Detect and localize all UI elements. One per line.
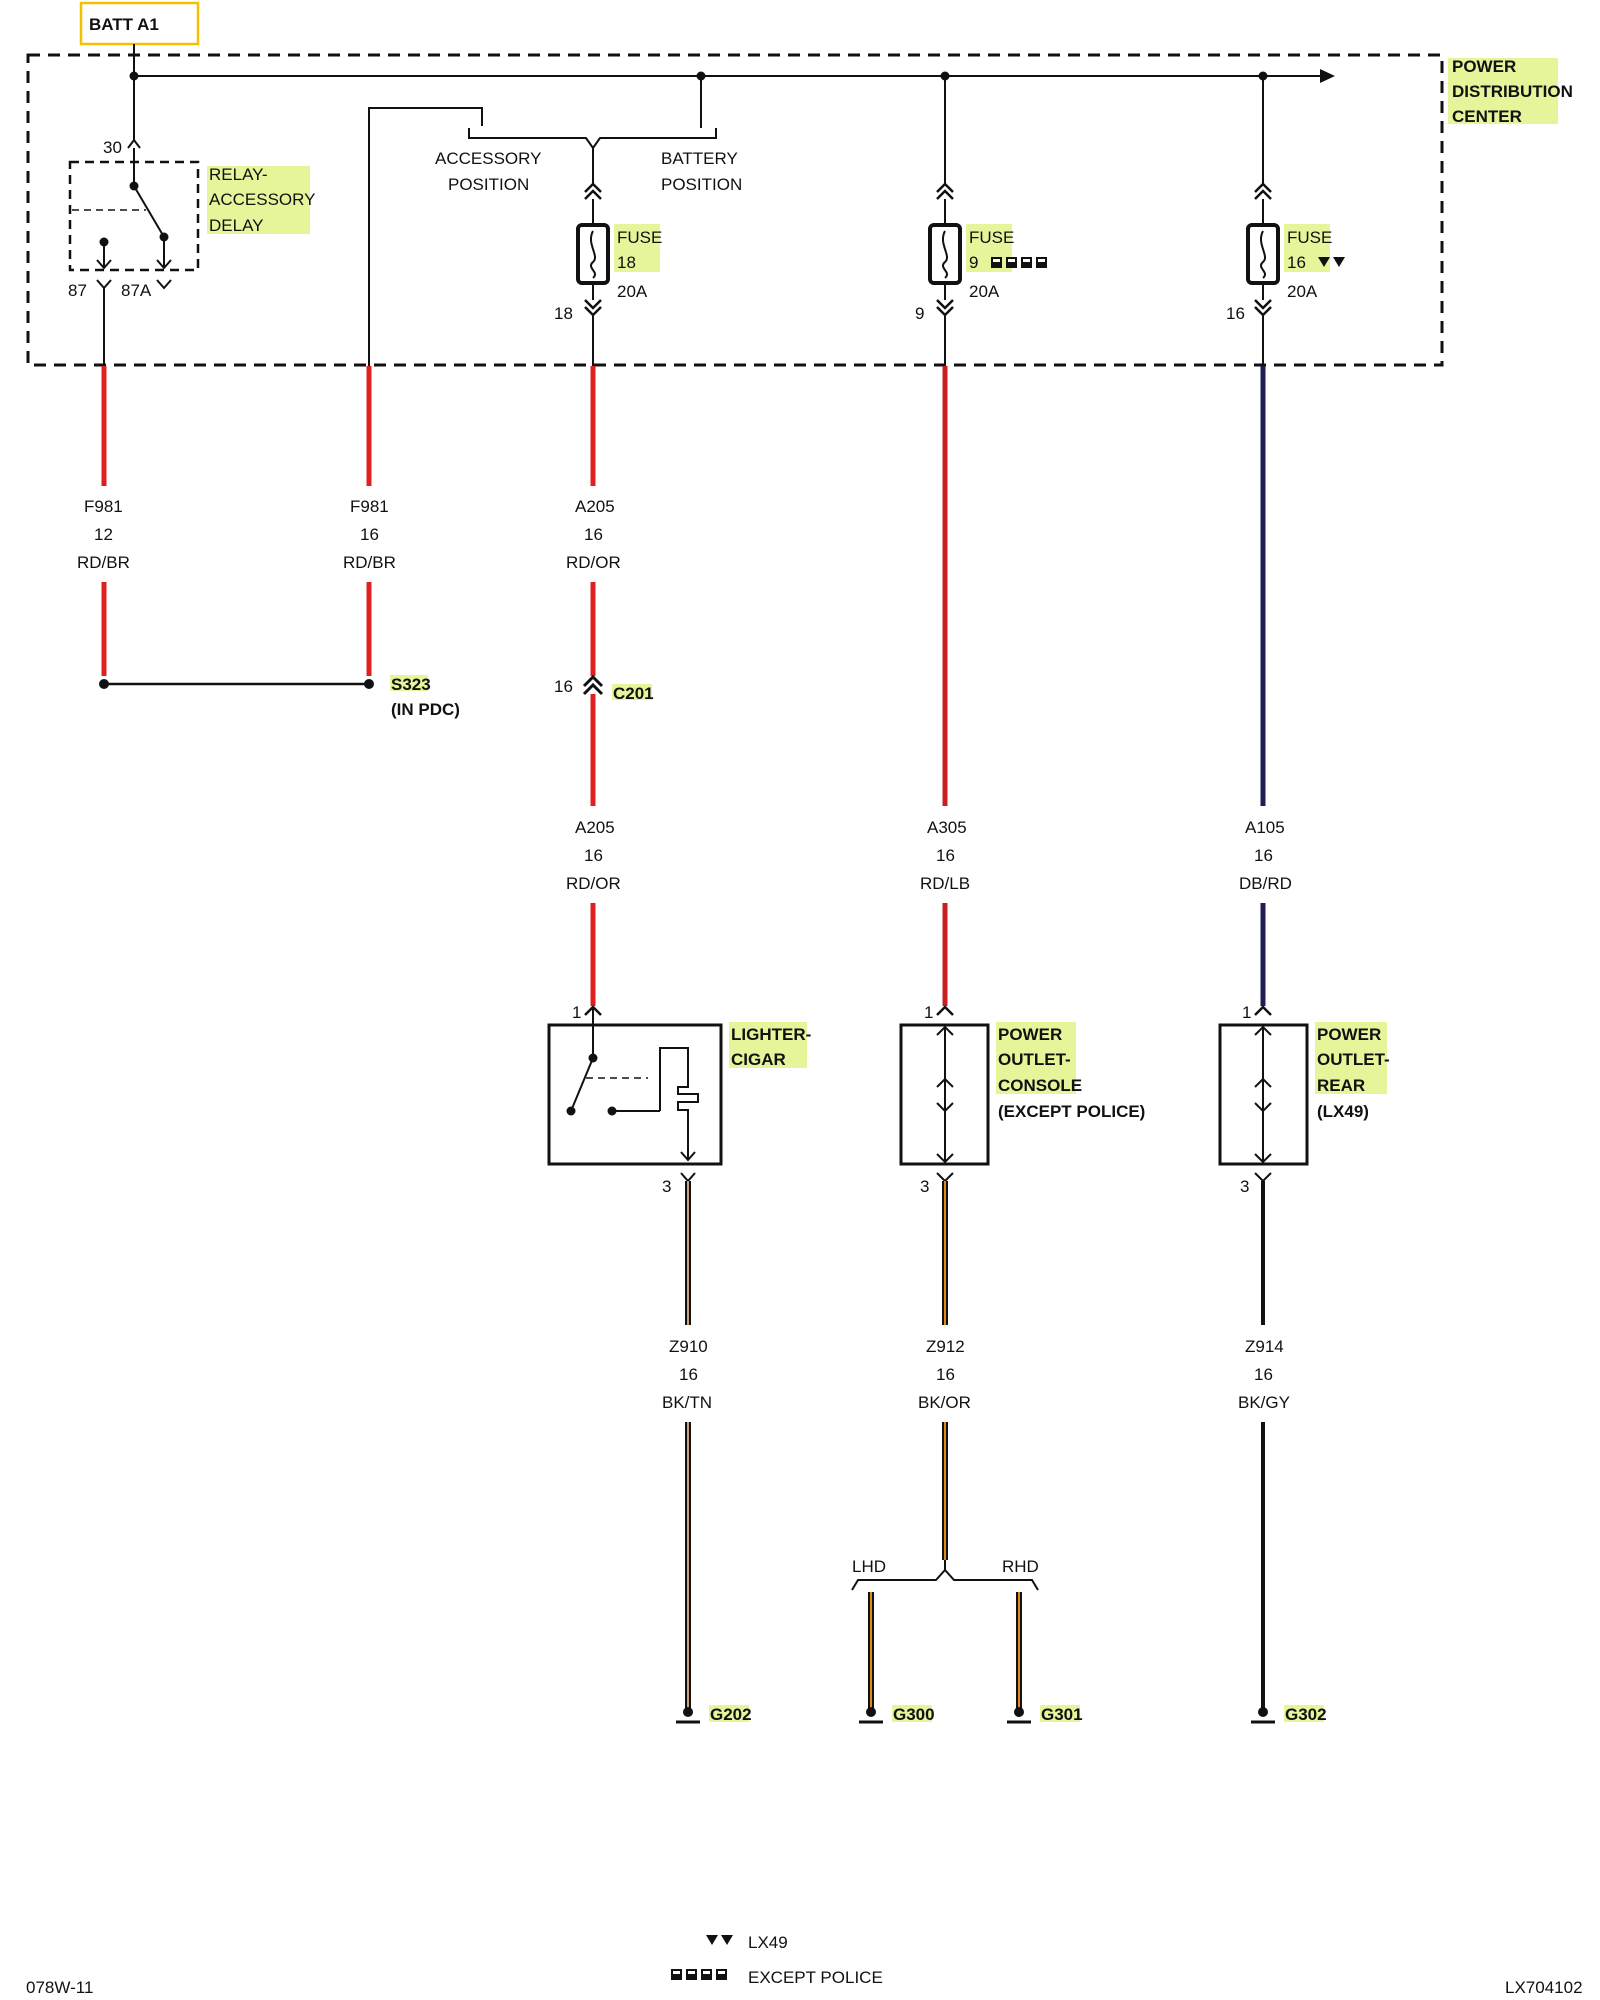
c201-pin: 16 xyxy=(554,677,573,696)
ground-g300: G300 xyxy=(893,1705,935,1724)
splice-note: (IN PDC) xyxy=(391,700,460,719)
relay-label-2: ACCESSORY xyxy=(209,190,315,209)
a205-top-circuit: A205 xyxy=(575,497,615,516)
fuse-16-name: FUSE xyxy=(1287,228,1332,247)
connector-c201: C201 xyxy=(613,684,654,703)
a205-top-gauge: 16 xyxy=(584,525,603,544)
f981a-circuit: F981 xyxy=(84,497,123,516)
ground-g301: G301 xyxy=(1041,1705,1083,1724)
ground-g202-icon xyxy=(676,1707,700,1724)
relay-pin-30: 30 xyxy=(103,138,122,157)
a205-top-color: RD/OR xyxy=(566,553,621,572)
fuse-18-name: FUSE xyxy=(617,228,662,247)
ground-g302-icon xyxy=(1251,1707,1275,1724)
fuse-9-num: 9 xyxy=(969,253,978,272)
console-label-2: OUTLET- xyxy=(998,1050,1071,1069)
f981a-color: RD/BR xyxy=(77,553,130,572)
footer-left: 078W-11 xyxy=(26,1978,93,1997)
z912-gauge: 16 xyxy=(936,1365,955,1384)
fuse-9-body xyxy=(928,223,962,285)
legend-except-police-icon xyxy=(671,1969,727,1980)
branch-rhd: RHD xyxy=(1002,1557,1039,1576)
battery-label-2: POSITION xyxy=(661,175,742,194)
f981b-color: RD/BR xyxy=(343,553,396,572)
a305-circuit: A305 xyxy=(927,818,967,837)
z914-gauge: 16 xyxy=(1254,1365,1273,1384)
fuse-9-rating: 20A xyxy=(969,282,1000,301)
pdc-label-2: DISTRIBUTION xyxy=(1452,82,1573,101)
ground-g301-icon xyxy=(1007,1707,1031,1724)
accessory-label-1: ACCESSORY xyxy=(435,149,541,168)
fuse-9-pin: 9 xyxy=(915,304,924,323)
relay-pin-87: 87 xyxy=(68,281,87,300)
console-pin-in: 1 xyxy=(924,1003,933,1022)
lighter-label-1: LIGHTER- xyxy=(731,1025,811,1044)
splice-s323: S323 xyxy=(391,675,431,694)
ground-g202: G202 xyxy=(710,1705,752,1724)
lighter-pin-in: 1 xyxy=(572,1003,581,1022)
relay-pin-87a: 87A xyxy=(121,281,152,300)
relay-label-3: DELAY xyxy=(209,216,264,235)
accessory-label-2: POSITION xyxy=(448,175,529,194)
legend-lx49: LX49 xyxy=(748,1933,788,1952)
a105-circuit: A105 xyxy=(1245,818,1285,837)
z910-circuit: Z910 xyxy=(669,1337,708,1356)
rear-label-2: OUTLET- xyxy=(1317,1050,1390,1069)
rear-label-1: POWER xyxy=(1317,1025,1381,1044)
batt-label: BATT A1 xyxy=(89,15,159,34)
a305-gauge: 16 xyxy=(936,846,955,865)
rear-note: (LX49) xyxy=(1317,1102,1369,1121)
a105-color: DB/RD xyxy=(1239,874,1292,893)
legend-except-police: EXCEPT POLICE xyxy=(748,1968,883,1987)
console-pin-out: 3 xyxy=(920,1177,929,1196)
f981b-circuit: F981 xyxy=(350,497,389,516)
lx49-icon xyxy=(1318,257,1345,267)
batt-box xyxy=(79,1,200,46)
footer-right: LX704102 xyxy=(1505,1978,1583,1997)
f981b-gauge: 16 xyxy=(360,525,379,544)
a305-color: RD/LB xyxy=(920,874,970,893)
fuse-16-pin: 16 xyxy=(1226,304,1245,323)
rear-pin-out: 3 xyxy=(1240,1177,1249,1196)
f981a-gauge: 12 xyxy=(94,525,113,544)
relay-label-1: RELAY- xyxy=(209,165,268,184)
z912-circuit: Z912 xyxy=(926,1337,965,1356)
rear-pin-in: 1 xyxy=(1242,1003,1251,1022)
z914-circuit: Z914 xyxy=(1245,1337,1284,1356)
console-label-3: CONSOLE xyxy=(998,1076,1082,1095)
z910-gauge: 16 xyxy=(679,1365,698,1384)
console-note: (EXCEPT POLICE) xyxy=(998,1102,1145,1121)
console-label-1: POWER xyxy=(998,1025,1062,1044)
fuse-16-num: 16 xyxy=(1287,253,1306,272)
a205-bot-gauge: 16 xyxy=(584,846,603,865)
battery-label-1: BATTERY xyxy=(661,149,738,168)
a105-gauge: 16 xyxy=(1254,846,1273,865)
a205-bot-color: RD/OR xyxy=(566,874,621,893)
bus-arrow xyxy=(1320,69,1335,83)
fuse-18-body xyxy=(576,223,610,285)
branch-lhd: LHD xyxy=(852,1557,886,1576)
rear-label-3: REAR xyxy=(1317,1076,1365,1095)
z910-color: BK/TN xyxy=(662,1393,712,1412)
lighter-pin-out: 3 xyxy=(662,1177,671,1196)
lighter-label-2: CIGAR xyxy=(731,1050,786,1069)
pdc-label-3: CENTER xyxy=(1452,107,1522,126)
z912-color: BK/OR xyxy=(918,1393,971,1412)
z914-color: BK/GY xyxy=(1238,1393,1290,1412)
fuse-18-rating: 20A xyxy=(617,282,648,301)
fuse-18-num: 18 xyxy=(617,253,636,272)
fuse-9-name: FUSE xyxy=(969,228,1014,247)
ground-g300-icon xyxy=(859,1707,883,1724)
a205-bot-circuit: A205 xyxy=(575,818,615,837)
fuse-16-body xyxy=(1246,223,1280,285)
fuse-16-rating: 20A xyxy=(1287,282,1318,301)
pdc-box xyxy=(26,53,1444,367)
ground-g302: G302 xyxy=(1285,1705,1327,1724)
pdc-label-1: POWER xyxy=(1452,57,1516,76)
except-police-icon xyxy=(991,257,1047,268)
legend-lx49-icon xyxy=(706,1935,733,1945)
fuse-18-pin: 18 xyxy=(554,304,573,323)
